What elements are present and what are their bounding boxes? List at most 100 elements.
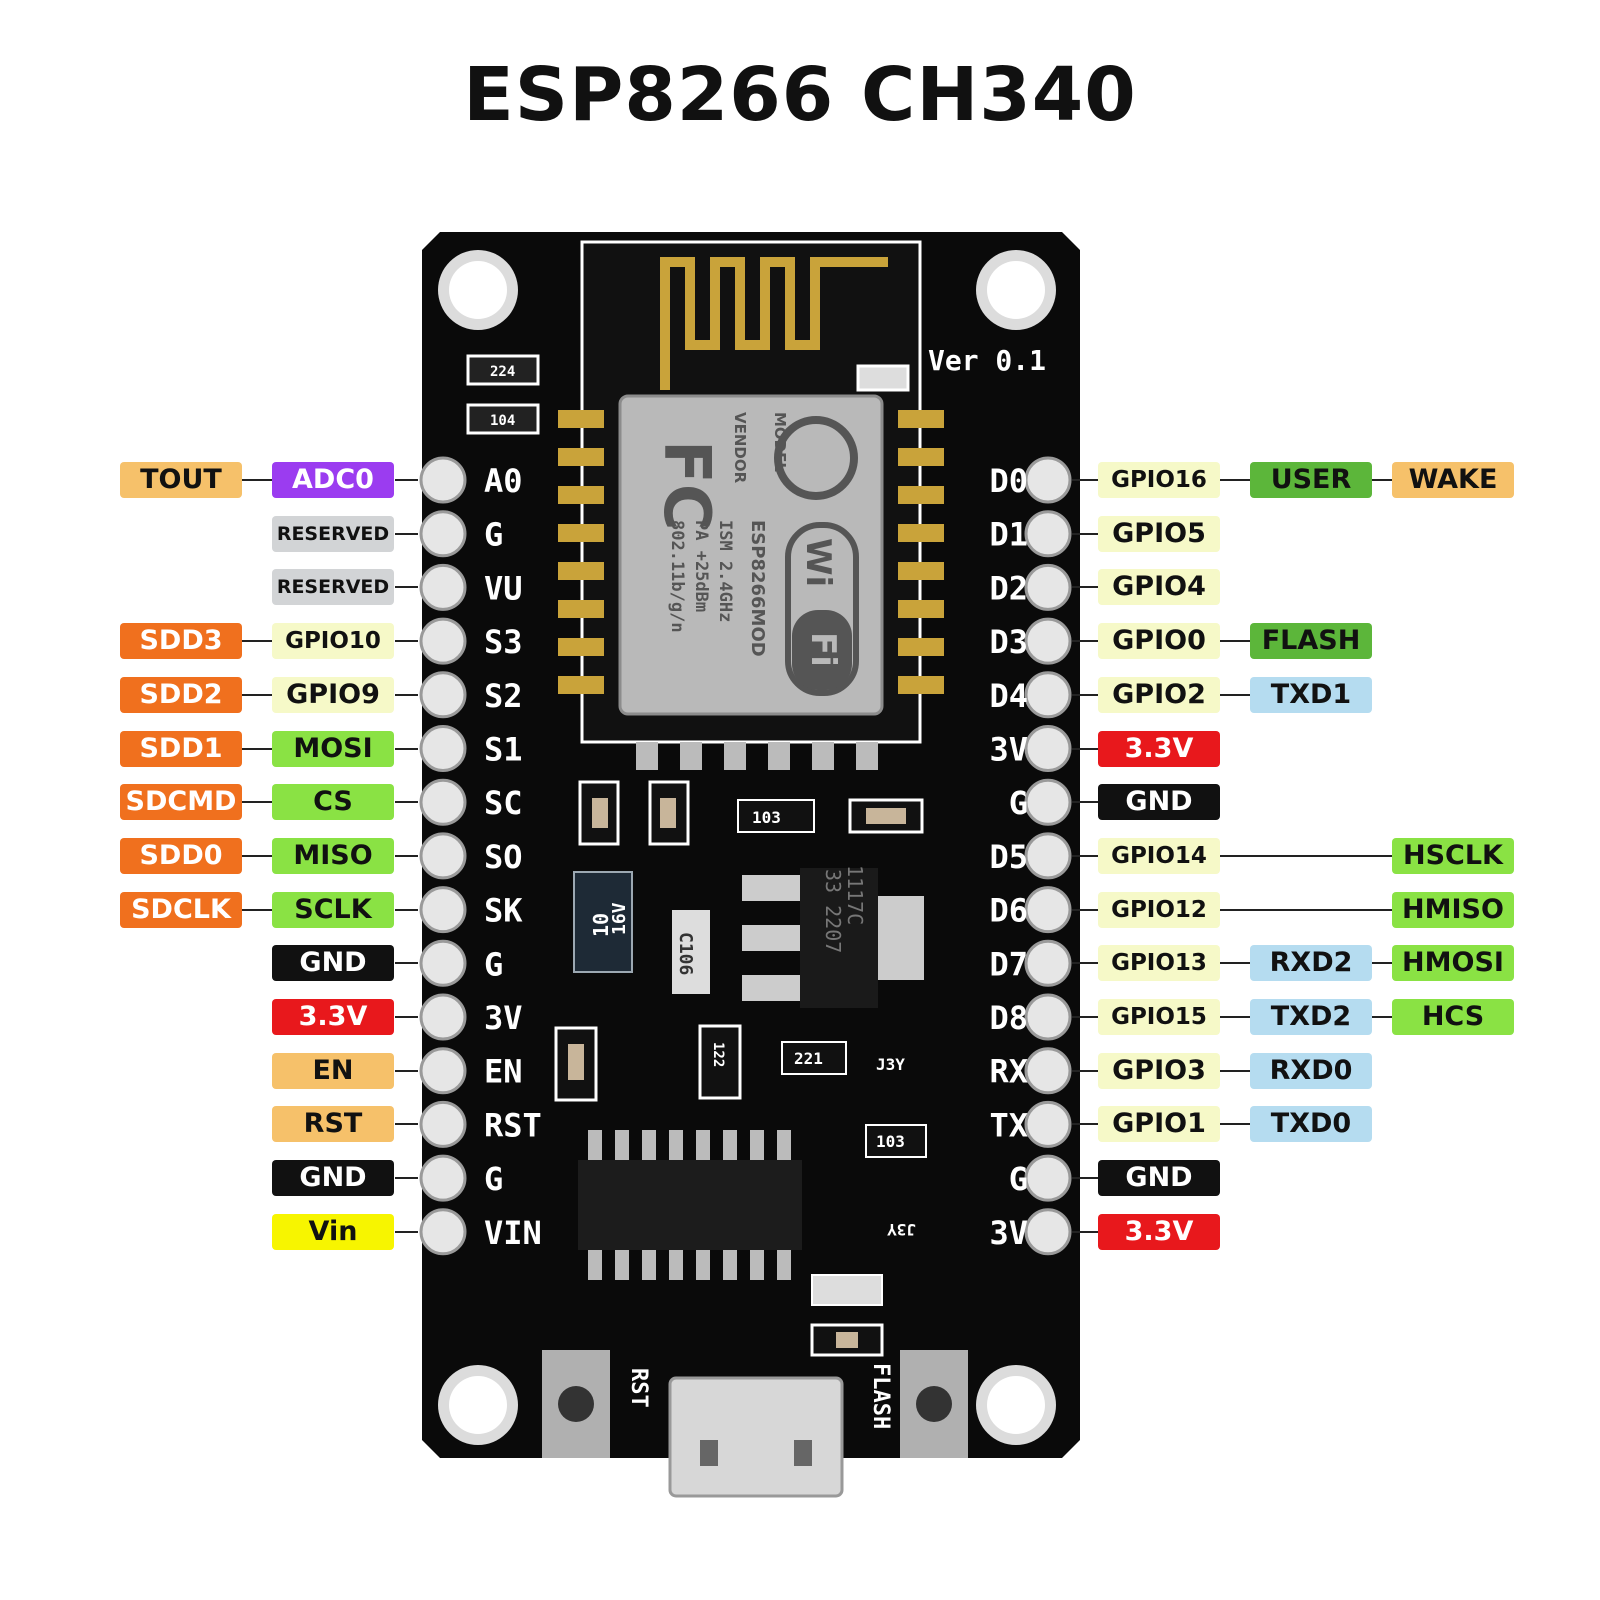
board-version: Ver 0.1 <box>928 344 1046 377</box>
pin-connector-line <box>1072 962 1098 965</box>
pin-connector-line <box>395 801 418 804</box>
left-pin-alt-label: SDCMD <box>120 784 242 821</box>
pin-connector-line <box>1220 962 1250 965</box>
pin-connector-line <box>242 747 272 750</box>
header-pin-right <box>1024 832 1072 880</box>
pin-connector-line <box>1072 586 1098 589</box>
pin-connector-line <box>1072 479 1098 481</box>
right-pin-alt-label: FLASH <box>1250 623 1372 660</box>
pin-connector-line <box>1072 1230 1098 1233</box>
pin-connector-line <box>242 693 272 696</box>
silk-label-left: A0 <box>484 462 523 500</box>
module-spec-1: ISM 2.4GHz <box>715 520 735 622</box>
pin-connector-line <box>1372 1016 1392 1018</box>
header-pin-left <box>419 1208 467 1256</box>
silk-label-left: VIN <box>484 1214 542 1252</box>
right-pin-label: GPIO0 <box>1098 623 1220 660</box>
pin-connector-line <box>242 908 272 911</box>
pin-connector-line <box>395 747 418 750</box>
right-pin-function-label: HMOSI <box>1392 945 1514 982</box>
silk-label-right: D8 <box>989 999 1028 1037</box>
header-pin-left <box>419 456 467 504</box>
silk-label-right: 3V <box>989 1214 1028 1252</box>
pin-connector-line <box>1072 1069 1098 1072</box>
right-pin-function-label: HSCLK <box>1392 837 1514 874</box>
left-pin-label: GND <box>272 945 394 982</box>
header-pin-right <box>1024 725 1072 772</box>
silk-label-right: D3 <box>989 623 1028 661</box>
pin-connector-line <box>242 854 272 857</box>
silk-label-right: D4 <box>989 677 1028 715</box>
pin-connector-line <box>1072 747 1098 750</box>
silk-label-right: D6 <box>989 892 1028 930</box>
pin-connector-line <box>395 1230 418 1233</box>
transistor-j3y-2: J3Y <box>887 1220 916 1239</box>
espressif-logo-icon <box>774 416 858 500</box>
mounting-holes <box>438 250 1056 1445</box>
header-pin-right <box>1024 617 1072 665</box>
voltage-regulator <box>800 868 878 1008</box>
right-pin-alt-label: TXD2 <box>1250 999 1372 1035</box>
left-pin-alt-label: SDD0 <box>120 837 242 874</box>
header-pin-left <box>419 671 467 719</box>
pin-connector-line <box>1220 1016 1250 1018</box>
silk-label-left: S1 <box>484 731 523 769</box>
silk-label-left: 3V <box>484 999 523 1037</box>
pin-connector-line <box>1072 1123 1098 1126</box>
left-pin-label: RESERVED <box>272 569 394 606</box>
right-pin-label: GPIO13 <box>1098 945 1220 982</box>
silk-label-left: SK <box>484 892 523 930</box>
left-pin-alt-label: SDCLK <box>120 891 242 928</box>
pin-connector-line <box>395 1069 418 1072</box>
pin-connector-line <box>1220 479 1250 481</box>
pin-connector-line <box>395 962 418 965</box>
header-pin-left <box>419 725 467 772</box>
cap-value-2: 16V <box>609 902 630 935</box>
header-pin-right <box>1024 1047 1072 1095</box>
regulator-text-1: 1117C <box>843 865 867 925</box>
silk-label-left: G <box>484 516 503 554</box>
silk-label-left: S2 <box>484 677 523 715</box>
pin-connector-line <box>1372 962 1392 965</box>
header-pin-left <box>419 886 467 934</box>
wifi-antenna-trace <box>660 257 888 390</box>
right-pin-alt-label: RXD0 <box>1250 1052 1372 1089</box>
right-pin-function-label: HCS <box>1392 999 1514 1035</box>
header-pin-left <box>419 1154 467 1202</box>
header-pin-right <box>1024 563 1072 611</box>
pin-connector-line <box>1220 908 1392 911</box>
resistor-122: 122 <box>710 1042 726 1067</box>
pin-connector-line <box>1072 854 1098 857</box>
header-pin-right <box>1024 671 1072 719</box>
ch340-chip-pins <box>588 1130 791 1280</box>
module-spec-2: PA +25dBm <box>691 520 711 612</box>
pin-connector-line <box>1220 854 1392 857</box>
silk-label-left: VU <box>484 569 523 607</box>
pin-connector-line <box>395 1123 418 1126</box>
module-model: ESP8266MOD <box>747 520 768 657</box>
left-pin-label: CS <box>272 784 394 821</box>
pin-connector-line <box>242 479 272 481</box>
wifi-logo-icon <box>785 522 859 696</box>
left-pin-alt-label: SDD3 <box>120 623 242 660</box>
pin-connector-line <box>1072 801 1098 804</box>
right-pin-alt-label: TXD1 <box>1250 676 1372 713</box>
right-pin-label: GND <box>1098 784 1220 821</box>
pin-connector-line <box>1072 640 1098 643</box>
regulator-text-2: 33 2207 <box>821 869 845 953</box>
right-pin-label: GPIO12 <box>1098 891 1220 928</box>
pin-connector-line <box>1220 640 1250 643</box>
left-pin-label: 3.3V <box>272 999 394 1035</box>
silk-label-left: RST <box>484 1106 542 1144</box>
right-pin-label: GPIO15 <box>1098 999 1220 1035</box>
flash-button-label: FLASH <box>868 1363 893 1429</box>
pin-connector-line <box>395 532 418 535</box>
header-pin-left <box>419 939 467 987</box>
silk-label-left: SO <box>484 838 523 876</box>
header-pin-right <box>1024 886 1072 934</box>
left-pin-label: Vin <box>272 1213 394 1250</box>
ch340-chip <box>578 1160 802 1250</box>
pin-connector-line <box>1220 693 1250 696</box>
silk-label-right: RX <box>989 1053 1028 1091</box>
